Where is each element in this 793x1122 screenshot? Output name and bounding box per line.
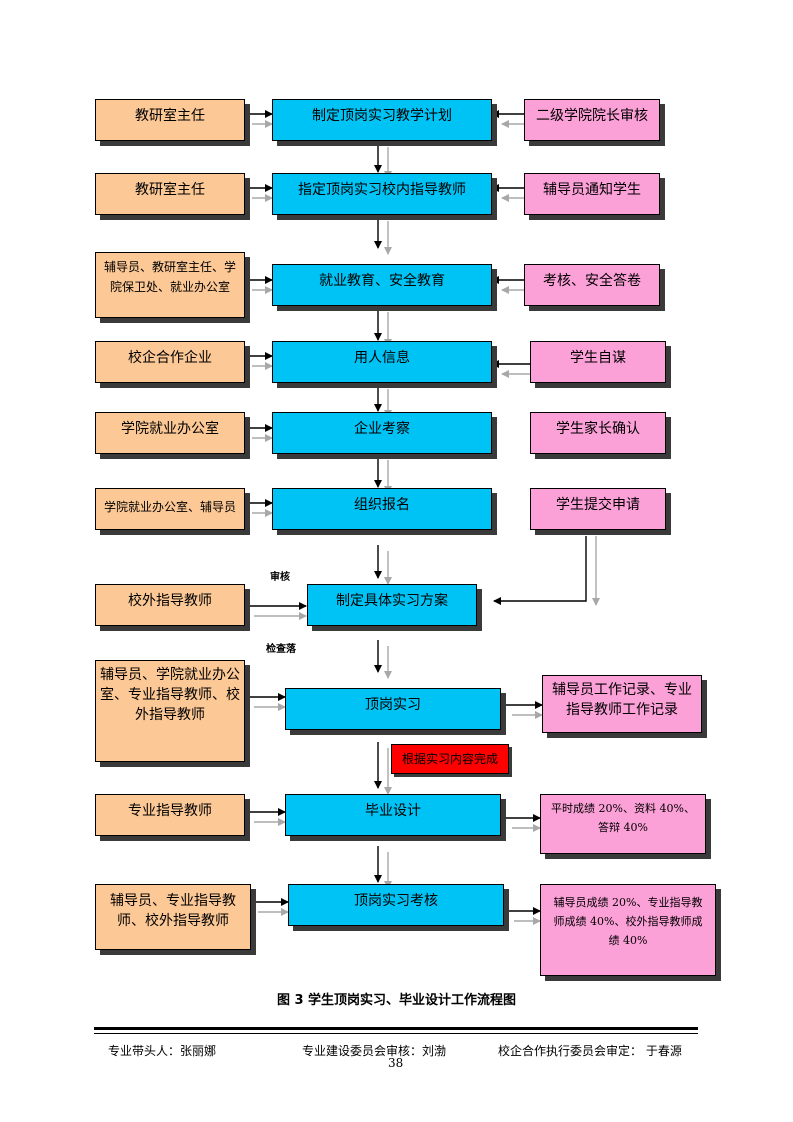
inspect-label: 检查落 bbox=[266, 644, 296, 655]
node-center-10-label: 顶岗实习考核 bbox=[354, 893, 438, 909]
node-center-4-label: 用人信息 bbox=[354, 350, 410, 366]
node-right-2: 辅导员通知学生 bbox=[524, 173, 660, 215]
node-center-2-label: 指定顶岗实习校内指导教师 bbox=[298, 182, 466, 198]
node-left-8-label: 辅导员、学院就业办公室、专业指导教师、校外指导教师 bbox=[100, 667, 240, 723]
node-center-7-label: 制定具体实习方案 bbox=[336, 593, 448, 609]
node-right-3: 考核、安全答卷 bbox=[524, 264, 660, 306]
node-left-10-label: 辅导员、专业指导教师、校外指导教师 bbox=[110, 893, 236, 929]
node-right-10-label: 辅导员成绩 20%、专业指导教师成绩 40%、校外指导教师成绩 40% bbox=[553, 896, 703, 947]
footer-rule-thin bbox=[94, 1033, 698, 1034]
node-right-3-label: 考核、安全答卷 bbox=[543, 273, 641, 289]
node-left-5: 学院就业办公室 bbox=[95, 412, 245, 454]
footer-committee: 专业建设委员会审核：刘渤 bbox=[302, 1044, 447, 1058]
node-center-7: 制定具体实习方案 bbox=[307, 584, 477, 626]
connector-arrow-53 bbox=[493, 536, 587, 605]
node-center-6-label: 组织报名 bbox=[354, 497, 410, 513]
note-box: 根据实习内容完成 bbox=[391, 744, 509, 774]
node-right-5-label: 学生家长确认 bbox=[556, 421, 640, 437]
node-left-6-label: 学院就业办公室、辅导员 bbox=[103, 500, 236, 514]
node-center-5: 企业考察 bbox=[272, 412, 492, 454]
node-center-1: 制定顶岗实习教学计划 bbox=[272, 99, 492, 141]
node-left-9-label: 专业指导教师 bbox=[128, 803, 212, 819]
node-center-3: 就业教育、安全教育 bbox=[272, 264, 492, 306]
node-right-9-label: 平时成绩 20%、资料 40%、答辩 40% bbox=[551, 802, 695, 834]
node-center-2: 指定顶岗实习校内指导教师 bbox=[272, 173, 492, 215]
footer-lead: 专业带头人：张丽娜 bbox=[108, 1044, 217, 1058]
figure-caption: 图 3 学生顶岗实习、毕业设计工作流程图 bbox=[276, 993, 517, 1008]
node-center-8-label: 顶岗实习 bbox=[365, 697, 421, 713]
node-right-8: 辅导员工作记录、专业指导教师工作记录 bbox=[542, 675, 702, 733]
node-left-3-label: 辅导员、教研室主任、学院保卫处、就业办公室 bbox=[103, 260, 236, 294]
node-left-2-label: 教研室主任 bbox=[135, 182, 205, 198]
node-right-5: 学生家长确认 bbox=[530, 412, 666, 454]
node-left-10: 辅导员、专业指导教师、校外指导教师 bbox=[95, 884, 251, 950]
node-left-7: 校外指导教师 bbox=[95, 584, 245, 626]
node-center-3-label: 就业教育、安全教育 bbox=[319, 273, 445, 289]
node-right-2-label: 辅导员通知学生 bbox=[543, 182, 641, 198]
node-right-4-label: 学生自谋 bbox=[570, 350, 626, 366]
node-left-7-label: 校外指导教师 bbox=[128, 593, 212, 609]
node-left-1-label: 教研室主任 bbox=[135, 108, 205, 124]
footer-coop: 校企合作执行委员会审定： 于春源 bbox=[498, 1044, 682, 1058]
node-center-4: 用人信息 bbox=[272, 341, 492, 383]
node-left-9: 专业指导教师 bbox=[95, 794, 245, 836]
node-center-8: 顶岗实习 bbox=[285, 688, 501, 730]
node-left-3: 辅导员、教研室主任、学院保卫处、就业办公室 bbox=[95, 252, 245, 318]
node-center-1-label: 制定顶岗实习教学计划 bbox=[312, 108, 452, 124]
node-right-6: 学生提交申请 bbox=[530, 488, 666, 530]
node-left-5-label: 学院就业办公室 bbox=[121, 421, 219, 437]
review-label: 审核 bbox=[270, 572, 290, 583]
node-right-1: 二级学院院长审核 bbox=[524, 99, 660, 141]
node-left-8: 辅导员、学院就业办公室、专业指导教师、校外指导教师 bbox=[95, 660, 245, 762]
note-label: 根据实习内容完成 bbox=[401, 752, 498, 766]
node-left-6: 学院就业办公室、辅导员 bbox=[95, 488, 245, 530]
node-left-4: 校企合作企业 bbox=[95, 341, 245, 383]
node-right-10: 辅导员成绩 20%、专业指导教师成绩 40%、校外指导教师成绩 40% bbox=[540, 884, 716, 976]
node-right-6-label: 学生提交申请 bbox=[556, 497, 640, 513]
node-left-2: 教研室主任 bbox=[95, 173, 245, 215]
node-center-6: 组织报名 bbox=[272, 488, 492, 530]
page-number: 38 bbox=[388, 1056, 404, 1070]
node-center-10: 顶岗实习考核 bbox=[288, 884, 504, 926]
node-left-4-label: 校企合作企业 bbox=[128, 350, 212, 366]
node-right-9: 平时成绩 20%、资料 40%、答辩 40% bbox=[540, 794, 706, 854]
node-center-5-label: 企业考察 bbox=[354, 421, 410, 437]
node-center-9: 毕业设计 bbox=[285, 794, 501, 836]
node-left-1: 教研室主任 bbox=[95, 99, 245, 141]
node-right-1-label: 二级学院院长审核 bbox=[536, 108, 648, 124]
footer-rule-thick bbox=[94, 1027, 698, 1030]
node-right-8-label: 辅导员工作记录、专业指导教师工作记录 bbox=[552, 682, 692, 718]
node-center-9-label: 毕业设计 bbox=[365, 803, 421, 819]
node-right-4: 学生自谋 bbox=[530, 341, 666, 383]
